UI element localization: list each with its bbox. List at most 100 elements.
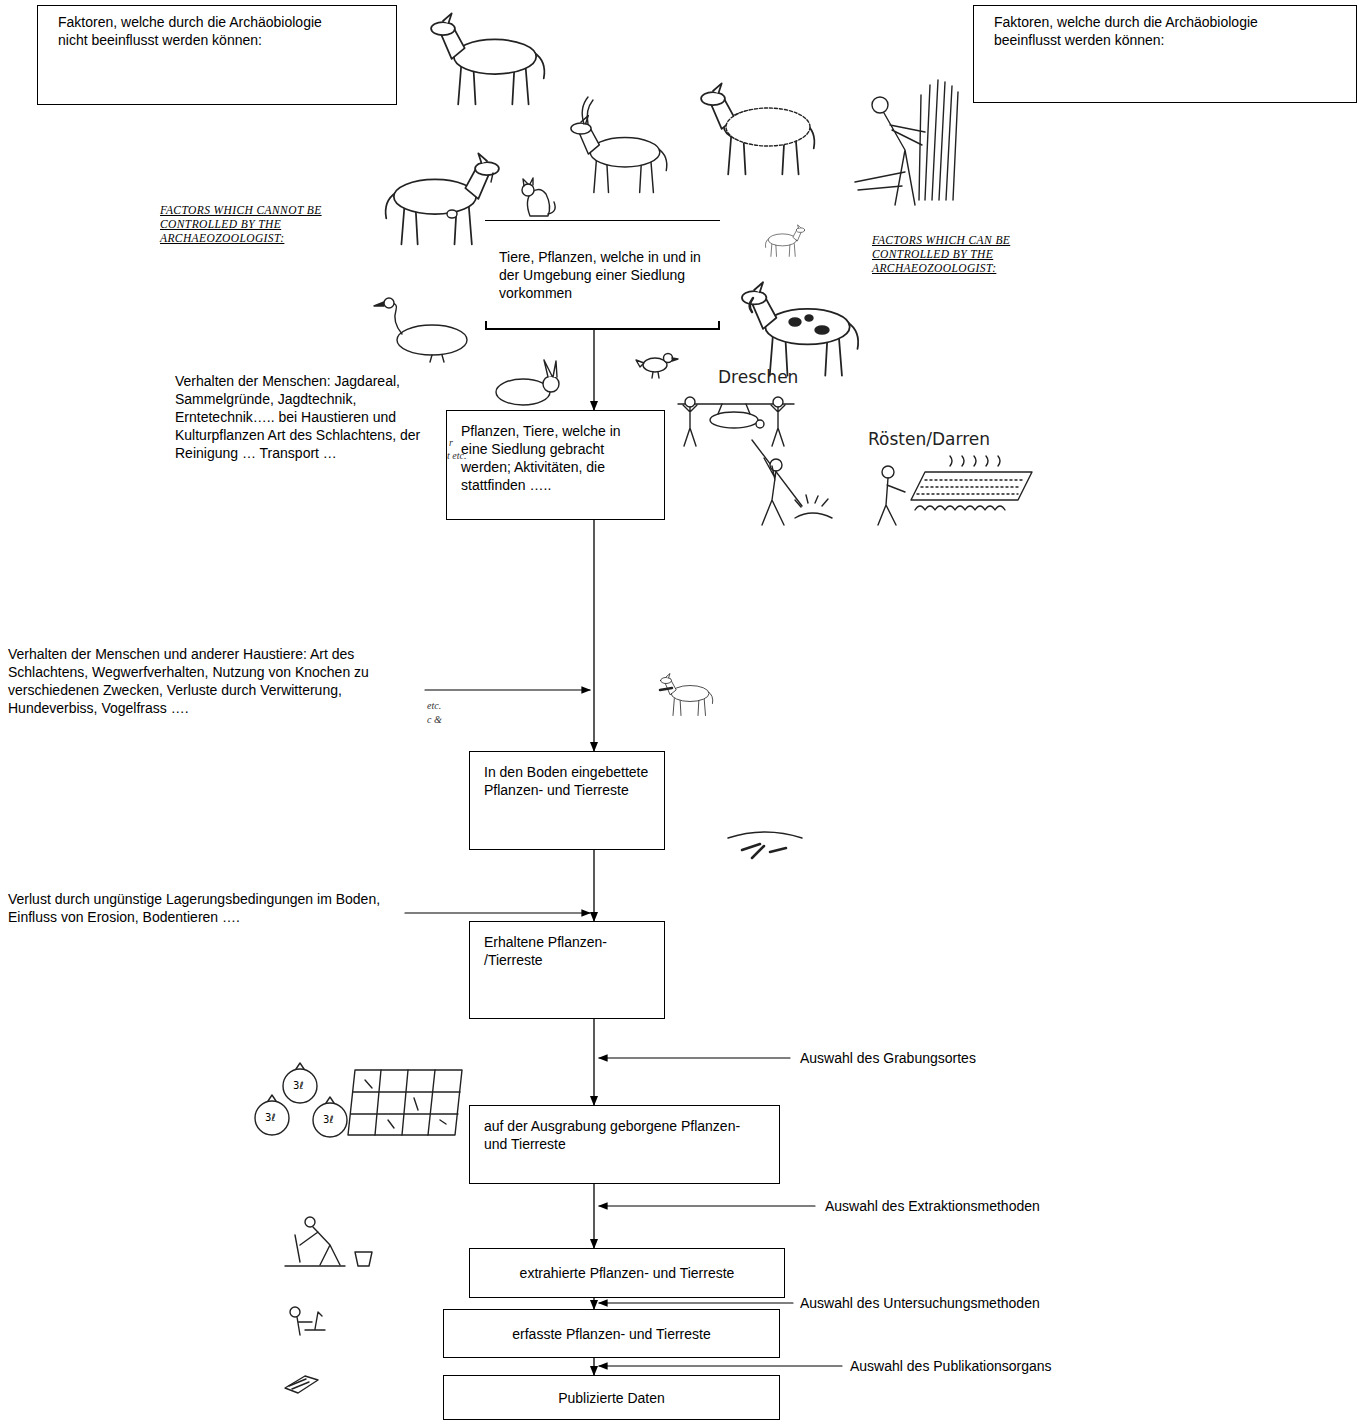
influence-arrow bbox=[599, 1205, 815, 1206]
threshing-figure bbox=[752, 440, 832, 525]
roasting-figure bbox=[911, 472, 1032, 500]
goose-figure bbox=[374, 302, 384, 306]
microscope-person-figure bbox=[290, 1307, 300, 1317]
node-text: Pflanzen, Tiere, welche in eine Siedlung… bbox=[461, 422, 650, 494]
bird-figure bbox=[652, 372, 659, 378]
process-box: In den Boden eingebettete Pflanzen- und … bbox=[469, 751, 665, 850]
threshing-figure bbox=[795, 495, 828, 507]
dog-with-bone-figure bbox=[660, 674, 713, 716]
book-figure bbox=[285, 1376, 318, 1393]
text-fragment: t etc. bbox=[447, 450, 466, 462]
goose-figure bbox=[397, 325, 467, 355]
bones-in-soil-figure bbox=[742, 844, 786, 858]
process-box: Pflanzen, Tiere, welche in eine Siedlung… bbox=[446, 410, 665, 520]
influence-arrow bbox=[599, 1365, 842, 1366]
goose-figure bbox=[384, 298, 394, 308]
dog-with-bone-figure bbox=[661, 674, 713, 716]
sheep-figure bbox=[701, 83, 814, 174]
rabbit-figure bbox=[544, 360, 557, 377]
flow-connector bbox=[593, 850, 594, 921]
dog-figure bbox=[742, 282, 858, 375]
roasting-figure bbox=[882, 466, 894, 478]
process-box: auf der Ausgrabung geborgene Pflanzen- u… bbox=[469, 1105, 780, 1184]
hunters-carrying-figure bbox=[683, 405, 697, 446]
factor-note: Verlust durch ungünstige Lagerungsbeding… bbox=[8, 890, 400, 926]
node-text: Publizierte Daten bbox=[456, 1389, 767, 1407]
rabbit-figure bbox=[496, 379, 550, 405]
goose-figure bbox=[374, 298, 467, 362]
cat-figure bbox=[522, 178, 555, 216]
text-fragment: c & bbox=[427, 714, 442, 726]
cat-figure bbox=[523, 178, 533, 186]
handwritten-note: Rösten/Darren bbox=[868, 428, 990, 450]
handwritten-note: Dreschen bbox=[718, 366, 798, 388]
goat-figure bbox=[386, 153, 499, 244]
hunters-carrying-figure bbox=[718, 404, 750, 414]
sample-bags-figure bbox=[283, 1069, 317, 1103]
goat-figure bbox=[386, 153, 499, 244]
rabbit-figure bbox=[496, 360, 559, 405]
harvester-figure bbox=[919, 80, 958, 200]
bag-label: 3ℓ bbox=[293, 1080, 304, 1092]
factor-note: Verhalten der Menschen und anderer Haust… bbox=[8, 645, 420, 717]
text-fragment: etc. bbox=[427, 700, 441, 712]
goose-figure bbox=[430, 355, 444, 362]
bag-label: 3ℓ bbox=[265, 1112, 276, 1124]
node-text: Tiere, Pflanzen, welche in und in der Um… bbox=[499, 248, 706, 302]
fox-figure bbox=[765, 225, 804, 257]
sheep-figure bbox=[701, 83, 814, 174]
roasting-figure bbox=[950, 456, 1000, 466]
roasting-figure bbox=[917, 480, 1024, 494]
dog-figure bbox=[742, 282, 858, 375]
horse-figure bbox=[431, 13, 544, 104]
threshing-figure bbox=[752, 440, 802, 506]
influence-arrow bbox=[599, 1057, 790, 1058]
dog-figure bbox=[742, 282, 858, 375]
hunters-carrying-figure bbox=[771, 405, 785, 446]
factor-header-box: Faktoren, welche durch die Archäobiologi… bbox=[37, 5, 397, 105]
roasting-figure bbox=[878, 478, 905, 525]
node-text: In den Boden eingebettete Pflanzen- und … bbox=[484, 763, 650, 799]
dog-with-bone-figure bbox=[661, 674, 713, 716]
node-text: extrahierte Pflanzen- und Tierreste bbox=[482, 1264, 772, 1282]
digging-person-figure bbox=[355, 1252, 372, 1266]
gazelle-figure bbox=[571, 116, 667, 193]
digging-person-figure bbox=[285, 1217, 372, 1266]
illustration bbox=[255, 13, 1032, 1393]
process-box: Erhaltene Pflanzen- /Tierreste bbox=[469, 921, 665, 1019]
microscope-person-figure bbox=[297, 1312, 325, 1335]
harvester-figure bbox=[855, 172, 905, 190]
excavation-grid bbox=[365, 1080, 446, 1128]
flow-connector bbox=[593, 1019, 594, 1105]
harvester-figure bbox=[855, 80, 958, 205]
sheep-figure bbox=[701, 83, 814, 174]
gazelle-figure bbox=[582, 97, 593, 124]
dog-with-bone-figure bbox=[660, 688, 672, 690]
node-text: Erhaltene Pflanzen- /Tierreste bbox=[484, 933, 650, 969]
threshing-figure bbox=[762, 458, 784, 525]
text-fragment: r bbox=[449, 437, 453, 449]
book-figure bbox=[289, 1379, 309, 1389]
stage-bracket: Tiere, Pflanzen, welche in und in der Um… bbox=[485, 220, 720, 330]
goat-figure bbox=[491, 173, 493, 182]
flow-connector bbox=[593, 520, 594, 751]
excavation-grid bbox=[351, 1070, 460, 1135]
node-text: erfasste Pflanzen- und Tierreste bbox=[456, 1325, 767, 1343]
process-box: Publizierte Daten bbox=[443, 1375, 780, 1420]
digging-person-figure bbox=[295, 1227, 340, 1265]
factor-header-box: Faktoren, welche durch die Archäobiologi… bbox=[973, 5, 1357, 103]
flow-connector bbox=[593, 1184, 594, 1248]
choice-note: Auswahl des Untersuchungsmethoden bbox=[800, 1294, 1120, 1312]
fox-figure bbox=[765, 225, 804, 257]
roasting-figure bbox=[878, 456, 1032, 525]
digging-person-figure bbox=[285, 1265, 345, 1266]
sample-bags-figure bbox=[255, 1063, 347, 1137]
influence-arrow bbox=[425, 689, 590, 690]
bones-in-soil-figure bbox=[728, 832, 802, 838]
goose-figure bbox=[392, 303, 402, 334]
harvester-figure bbox=[872, 97, 888, 113]
horse-figure bbox=[431, 13, 544, 104]
hunters-carrying-figure bbox=[710, 412, 758, 428]
microscope-person-figure bbox=[290, 1307, 325, 1335]
